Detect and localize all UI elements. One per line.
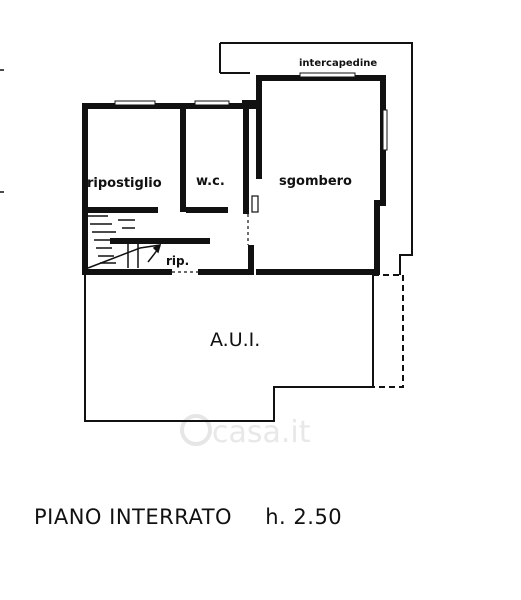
room-label-wc: w.c. — [196, 174, 225, 189]
margin-marks — [0, 69, 4, 193]
room-label-ripostiglio: ripostiglio — [87, 176, 162, 191]
room-label-sgombero: sgombero — [279, 174, 352, 189]
height-label: h. 2.50 — [265, 505, 343, 529]
outer-boundary — [84, 42, 413, 422]
windows — [114, 72, 388, 151]
floor-label: PIANO INTERRATO — [34, 505, 233, 529]
room-label-rip: rip. — [166, 254, 189, 268]
doors — [172, 195, 259, 273]
staircase — [87, 211, 162, 269]
room-label-intercapedine: intercapedine — [299, 58, 377, 69]
plan-caption: PIANO INTERRATO h. 2.50 — [34, 505, 342, 529]
walls — [82, 75, 386, 275]
room-label-aui: A.U.I. — [210, 329, 260, 351]
